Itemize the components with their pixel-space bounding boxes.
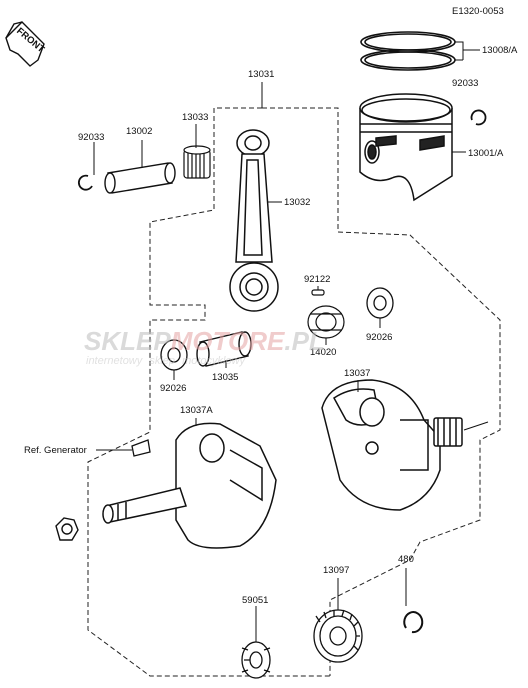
label-92033-right: 92033 xyxy=(452,78,478,89)
label-13031: 13031 xyxy=(248,69,274,80)
needle-bearing-small xyxy=(183,145,211,179)
watermark: SKLEPMOTORE.PL internetowy sklep motocyk… xyxy=(84,326,325,367)
svg-text:SKLEPMOTORE.PL: SKLEPMOTORE.PL xyxy=(84,326,325,356)
woodruff-key xyxy=(131,439,151,457)
circlip-480 xyxy=(403,611,424,634)
connecting-rod xyxy=(229,129,279,312)
gear-13097 xyxy=(313,609,363,663)
front-arrow-icon xyxy=(5,21,45,67)
crank-pin xyxy=(196,331,252,367)
label-92122: 92122 xyxy=(304,274,330,285)
label-59051: 59051 xyxy=(242,595,268,606)
assembly-outline xyxy=(87,107,501,677)
gear-59051 xyxy=(241,641,271,679)
crankshaft-half-right xyxy=(321,379,463,511)
watermark-brand-a: SKLEP xyxy=(84,326,171,356)
needle-bearing-large xyxy=(307,305,345,339)
crank-axis-line xyxy=(463,421,489,431)
thrust-washer-right xyxy=(366,287,394,319)
circlip-right xyxy=(470,109,487,126)
circlip-left xyxy=(77,174,93,191)
label-13033: 13033 xyxy=(182,112,208,123)
watermark-tagline-a: internetowy xyxy=(86,355,144,367)
label-13001: 13001/A xyxy=(468,148,504,159)
watermark-tagline-b: sklep xyxy=(149,355,175,367)
piston xyxy=(359,93,453,202)
watermark-brand-c: RE xyxy=(248,326,285,356)
label-13032: 13032 xyxy=(284,197,310,208)
crank-nut xyxy=(55,517,79,541)
pin-92122 xyxy=(311,289,325,296)
label-13037A: 13037A xyxy=(180,405,213,416)
watermark-brand-b: MOTO xyxy=(171,326,249,356)
label-ref-generator: Ref. Generator xyxy=(24,445,87,456)
piston-pin xyxy=(104,162,176,194)
label-14020: 14020 xyxy=(310,347,336,358)
crankshaft-half-left xyxy=(102,422,277,549)
watermark-brand-d: .PL xyxy=(284,326,324,356)
label-92026-right: 92026 xyxy=(366,332,392,343)
label-13035: 13035 xyxy=(212,372,238,383)
label-13002: 13002 xyxy=(126,126,152,137)
watermark-tagline-c: motocyklowy xyxy=(182,355,246,367)
label-92026-left: 92026 xyxy=(160,383,186,394)
leader-13008 xyxy=(455,41,480,51)
label-13037: 13037 xyxy=(344,368,370,379)
label-92033-left: 92033 xyxy=(78,132,104,143)
label-13097: 13097 xyxy=(323,565,349,576)
piston-rings xyxy=(360,31,456,71)
svg-text:internetowy sklep: internetowy sklep motocyklowy xyxy=(86,355,247,367)
diagram-code: E1320-0053 xyxy=(452,6,504,17)
label-480: 480 xyxy=(398,554,414,565)
label-13008: 13008/A xyxy=(482,45,518,56)
